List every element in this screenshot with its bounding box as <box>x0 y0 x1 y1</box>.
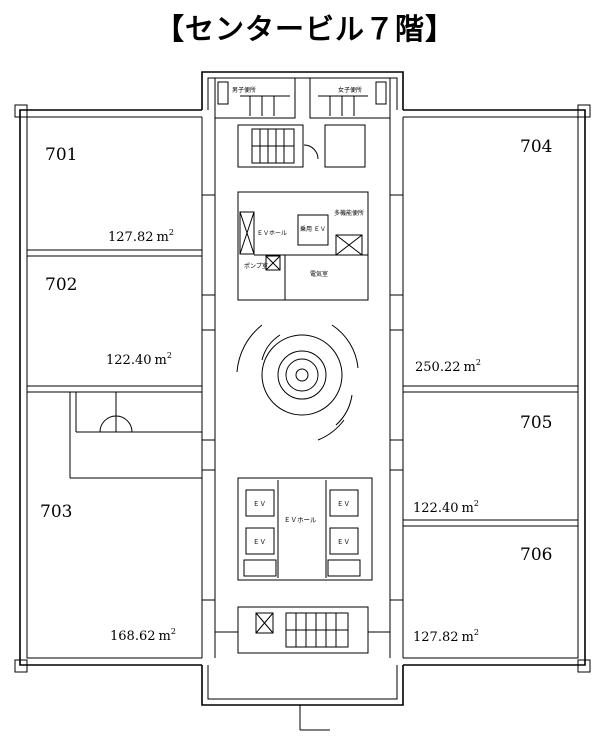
ev-label-2: ＥＶ <box>253 538 266 546</box>
mens-toilet-label: 男子便所 <box>232 86 256 94</box>
room-706-number: 706 <box>520 545 552 565</box>
ev-label-3: ＥＶ <box>337 500 350 508</box>
room-704-number: 704 <box>520 137 552 157</box>
elec-room-label: 電気室 <box>310 270 328 278</box>
page-title: 【センタービル７階】 <box>154 12 455 46</box>
right-wing-wall <box>403 109 586 666</box>
room-703-number: 703 <box>40 502 72 522</box>
left-wing-wall <box>19 109 202 666</box>
ev-hall-label: ＥＶホール <box>284 516 317 524</box>
ev-label-4: ＥＶ <box>337 538 350 546</box>
accessible-toilet-label: 多機能便所 <box>334 209 364 217</box>
ev-hall-small-label: ＥＶホール <box>257 230 287 237</box>
room-701-number: 701 <box>45 145 77 165</box>
pump-room-label: ポンプ室 <box>244 262 268 270</box>
womens-toilet-label: 女子便所 <box>338 86 362 94</box>
room-705-number: 705 <box>520 413 552 433</box>
room-702-number: 702 <box>45 275 77 295</box>
core-wall <box>201 71 404 110</box>
ev-label-1: ＥＶ <box>253 500 266 508</box>
freight-ev-label: 乗用 ＥＶ <box>300 226 326 233</box>
